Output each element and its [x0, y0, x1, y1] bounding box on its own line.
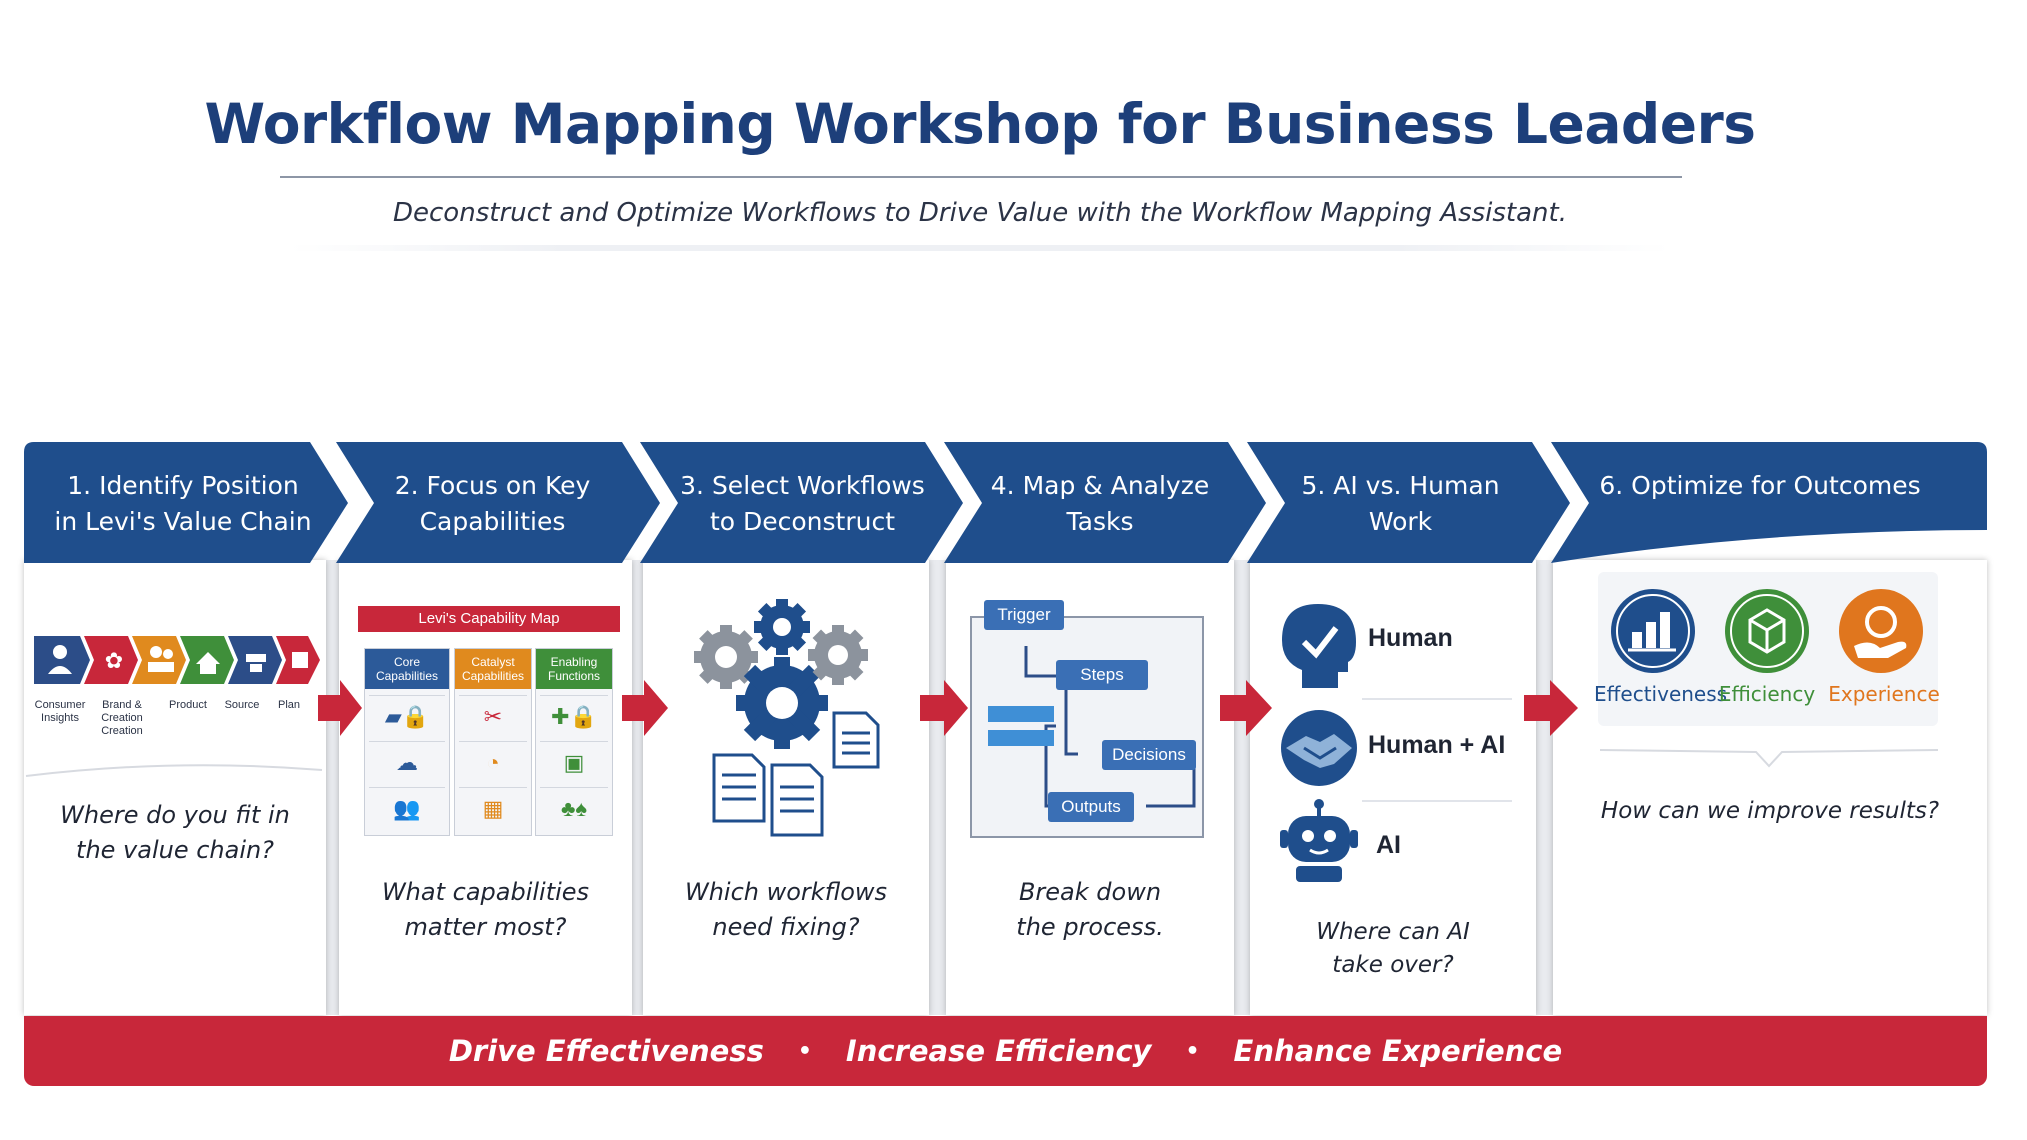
gears-documents-illustration	[694, 599, 880, 837]
footer-separator-2: •	[1185, 1038, 1200, 1064]
effectiveness-icon	[1611, 589, 1695, 673]
step-1-divider	[25, 764, 323, 777]
page-title: Workflow Mapping Workshop for Business L…	[204, 92, 1756, 156]
network-icon: ▣	[540, 741, 608, 783]
efficiency-icon	[1725, 589, 1809, 673]
document-left-icon	[712, 753, 766, 823]
chain-label-source: Source	[224, 699, 260, 711]
gear-large-icon	[736, 657, 828, 749]
gear-small-left-icon	[694, 625, 758, 689]
page-subtitle: Deconstruct and Optimize Workflows to Dr…	[393, 198, 1567, 228]
capability-column-enabling-header: Enabling Functions	[536, 649, 612, 689]
experience-icon	[1839, 589, 1923, 673]
tree-icon: ♣♠	[540, 787, 608, 829]
footer-item-effectiveness: Drive Effectiveness	[448, 1034, 764, 1068]
role-ai: AI	[1376, 831, 1401, 859]
flow-steps: Steps	[1056, 660, 1148, 690]
footer-item-experience: Enhance Experience	[1233, 1034, 1563, 1068]
flow-trigger: Trigger	[984, 600, 1064, 630]
role-human: Human	[1368, 624, 1453, 652]
document-right-icon	[832, 711, 880, 769]
chain-label-brand: Brand & Creation Creation	[101, 699, 143, 737]
step-5-header	[1247, 442, 1570, 563]
value-chain: ✿	[34, 636, 320, 684]
boxes-icon: ▦	[459, 787, 527, 829]
svg-text:✿: ✿	[105, 649, 123, 674]
step-6-label: 6. Optimize for Outcomes	[1599, 471, 1921, 500]
step-4-header	[944, 442, 1266, 563]
chain-brand	[84, 636, 138, 684]
team-icon: 👥	[369, 787, 445, 829]
title-divider	[280, 176, 1682, 178]
tools-icon: ✂	[459, 695, 527, 737]
handshake-icon	[1281, 710, 1357, 786]
shield-lock-icon: ✚🔒	[540, 695, 608, 737]
footer-item-efficiency: Increase Efficiency	[845, 1034, 1152, 1068]
capability-column-catalyst: Catalyst Capabilities ✂ ◔ ▦	[454, 648, 532, 836]
capability-map-title: Levi's Capability Map	[358, 606, 620, 632]
gear-small-right-icon	[808, 625, 868, 685]
cloud-icon: ☁	[369, 741, 445, 783]
flow-outputs: Outputs	[1048, 792, 1134, 822]
footer-banner: Drive Effectiveness • Increase Efficienc…	[24, 1016, 1987, 1086]
robot-icon	[1280, 799, 1358, 882]
outcome-effectiveness: Effectiveness	[1594, 682, 1728, 706]
arrow-5-6	[1524, 680, 1578, 736]
role-human-ai: Human + AI	[1368, 731, 1506, 759]
capability-column-core-header: Core Capabilities	[365, 649, 449, 689]
role-divider-2	[1362, 800, 1512, 802]
outcome-efficiency: Efficiency	[1718, 682, 1816, 706]
capability-column-enabling: Enabling Functions ✚🔒 ▣ ♣♠	[535, 648, 613, 836]
arrow-1-2	[318, 680, 362, 736]
chain-consumer-insights	[34, 636, 90, 684]
step-6-divider	[1599, 749, 1939, 768]
step-1-panel	[24, 560, 326, 1015]
people-lock-icon: ▰🔒	[369, 695, 445, 737]
capability-column-core: Core Capabilities ▰🔒 ☁ 👥	[364, 648, 450, 836]
flow-bar-bottom	[988, 730, 1054, 746]
gear-top-icon	[754, 599, 810, 655]
arrow-3-4	[920, 680, 968, 736]
step-2-header	[336, 442, 660, 563]
step-6-question: How can we improve results?	[1600, 798, 1940, 824]
step-6-header	[1551, 442, 1987, 563]
human-head-icon	[1282, 604, 1356, 688]
arrow-4-5	[1220, 680, 1272, 736]
footer-separator-1: •	[797, 1038, 812, 1064]
outcome-experience: Experience	[1828, 682, 1940, 706]
arrow-2-3	[622, 680, 668, 736]
chain-label-plan: Plan	[277, 699, 301, 711]
flow-bar-top	[988, 706, 1054, 722]
step-3-header	[640, 442, 963, 563]
flow-decisions: Decisions	[1102, 740, 1196, 770]
step-1-header	[24, 442, 348, 563]
chain-product	[132, 636, 186, 684]
subtitle-shadow	[290, 245, 1670, 251]
role-divider-1	[1362, 698, 1512, 700]
capability-column-catalyst-header: Catalyst Capabilities	[455, 649, 531, 689]
document-middle-icon	[770, 763, 824, 837]
chain-label-product: Product	[169, 699, 207, 711]
chain-label-consumer-insights: Consumer Insights	[34, 699, 86, 724]
clock-icon: ◔	[459, 741, 527, 783]
